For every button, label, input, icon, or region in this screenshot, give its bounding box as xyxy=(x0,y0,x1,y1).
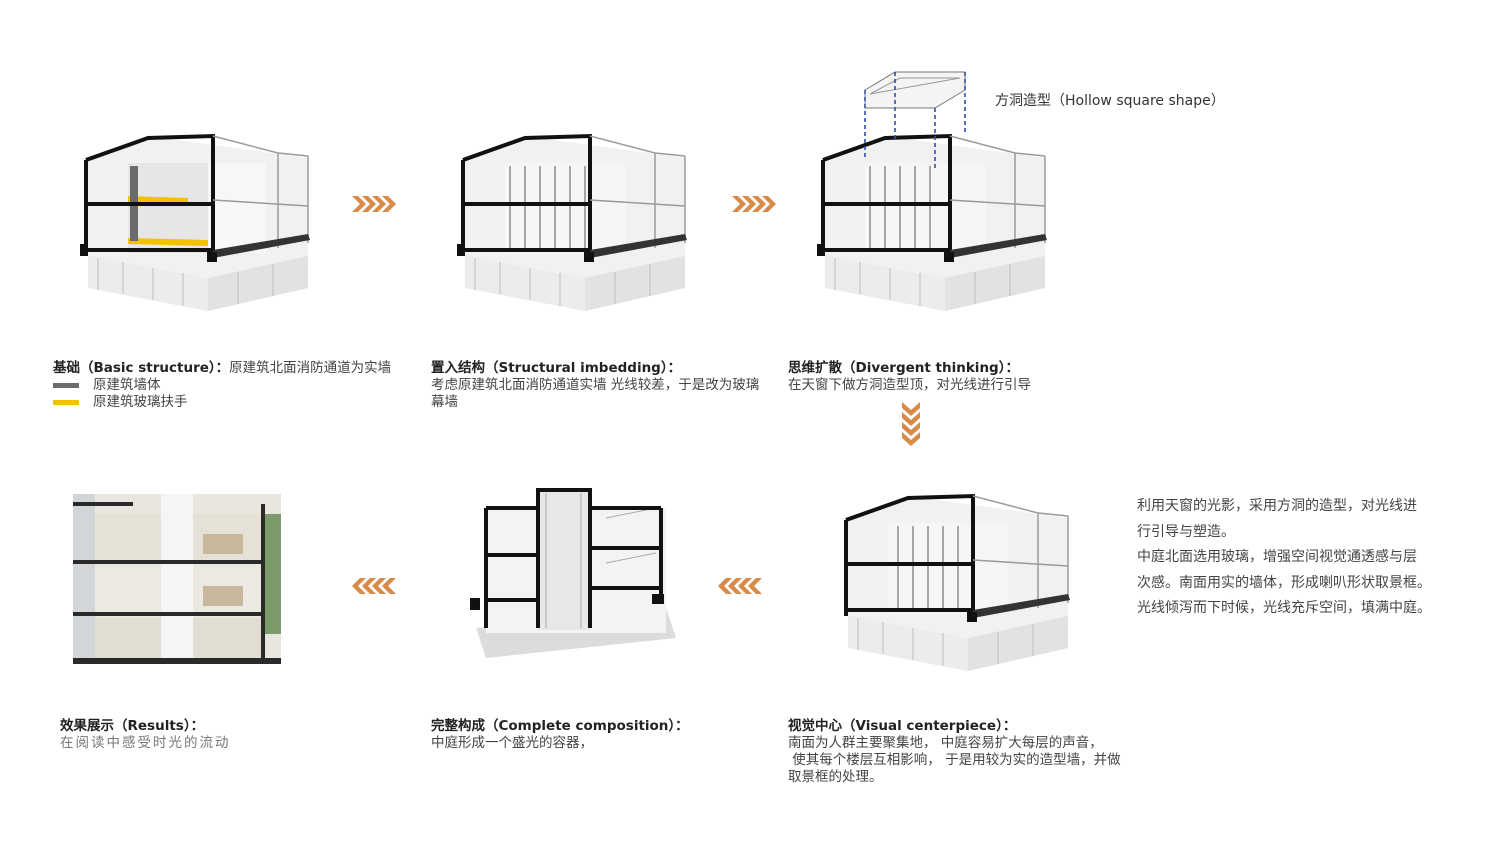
step-text: 取景框的处理。 xyxy=(788,769,883,785)
legend-swatch-gray xyxy=(53,383,79,388)
caption-visual-centerpiece: 视觉中心（Visual centerpiece）： 南面为人群主要聚集地， 中庭… xyxy=(788,718,1148,786)
note-line: 次感。南面用实的墙体，形成喇叭形状取景框。 xyxy=(1137,574,1431,591)
axonometric-divergent-thinking xyxy=(815,70,1055,316)
step-text: 使其每个楼层互相影响， 于是用较为实的造型墙，并做 xyxy=(788,752,1121,768)
caption-divergent-thinking: 思维扩散（Divergent thinking）： 在天窗下做方洞造型顶，对光线… xyxy=(788,360,1108,394)
step-title: 思维扩散（Divergent thinking）： xyxy=(788,360,1019,376)
axonometric-basic-structure xyxy=(78,128,318,316)
step-title: 基础（Basic structure）： xyxy=(53,360,230,376)
step-text: 中庭形成一个盛光的容器， xyxy=(431,735,593,751)
legend-label: 原建筑墙体 xyxy=(93,377,161,393)
step-text: 在天窗下做方洞造型顶，对光线进行引导 xyxy=(788,377,1031,393)
rendering-results xyxy=(73,494,281,664)
caption-basic-structure: 基础（Basic structure）：原建筑北面消防通道为实墙 原建筑墙体 原… xyxy=(53,360,413,411)
note-line: 中庭北面选用玻璃，增强空间视觉通透感与层 xyxy=(1137,549,1417,565)
axonometric-visual-centerpiece xyxy=(838,488,1078,676)
hollow-square-label: 方洞造型（Hollow square shape） xyxy=(995,93,1225,109)
chevron-left-arrow-1 xyxy=(716,576,762,600)
caption-results: 效果展示（Results）： 在阅读中感受时光的流动 xyxy=(60,718,360,752)
design-explanation-note: 利用天窗的光影，采用方洞的造型，对光线进 行引导与塑造。 中庭北面选用玻璃，增强… xyxy=(1137,494,1437,622)
chevron-down-arrow xyxy=(900,402,922,450)
step-text: 南面为人群主要聚集地， 中庭容易扩大每层的声音， xyxy=(788,735,1103,751)
chevron-right-arrow-2 xyxy=(732,194,778,218)
caption-structural-imbedding: 置入结构（Structural imbedding）： 考虑原建筑北面消防通道实… xyxy=(431,360,766,411)
axonometric-structural-imbedding xyxy=(455,128,695,316)
caption-complete-composition: 完整构成（Complete composition）： 中庭形成一个盛光的容器， xyxy=(431,718,731,752)
legend-swatch-yellow xyxy=(53,400,79,405)
legend-label: 原建筑玻璃扶手 xyxy=(93,394,188,410)
step-title: 置入结构（Structural imbedding）： xyxy=(431,360,682,376)
note-line: 行引导与塑造。 xyxy=(1137,523,1235,540)
section-complete-composition xyxy=(466,488,681,660)
step-text: 在阅读中感受时光的流动 xyxy=(60,735,231,751)
chevron-left-arrow-2 xyxy=(350,576,396,600)
legend-item-wall: 原建筑墙体 xyxy=(53,377,413,394)
step-title: 效果展示（Results）： xyxy=(60,718,205,734)
step-title: 完整构成（Complete composition）： xyxy=(431,718,689,734)
note-line: 光线倾泻而下时候，光线充斥空间，填满中庭。 xyxy=(1137,600,1431,616)
step-text: 原建筑北面消防通道为实墙 xyxy=(229,360,392,376)
step-title: 视觉中心（Visual centerpiece）： xyxy=(788,718,1017,734)
chevron-right-arrow-1 xyxy=(352,194,398,218)
legend-item-glass: 原建筑玻璃扶手 xyxy=(53,394,413,411)
note-line: 利用天窗的光影，采用方洞的造型，对光线进 xyxy=(1137,498,1417,514)
step-text: 考虑原建筑北面消防通道实墙 光线较差，于是改为玻璃幕墙 xyxy=(431,377,760,410)
